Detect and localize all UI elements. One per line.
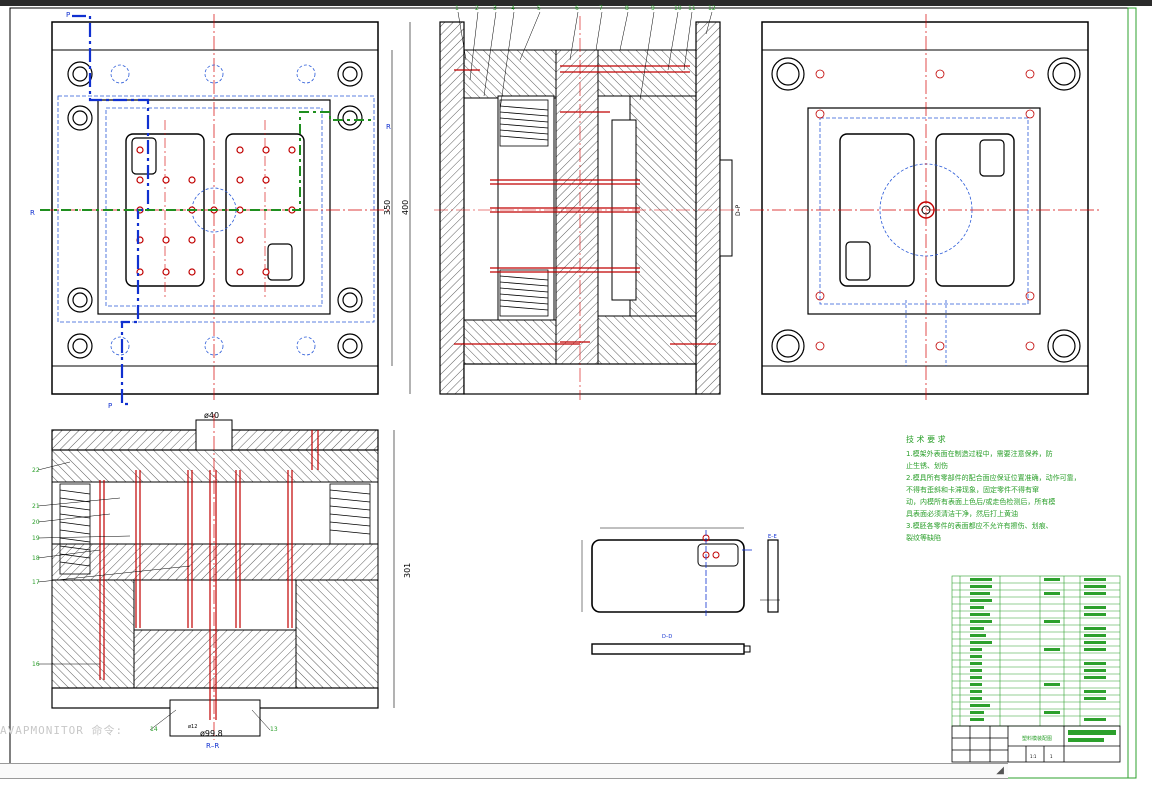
section-label-dp: D–P: [735, 204, 742, 216]
part-numbers-top: 1 2 3 4 5 6 7 8 9 10 11 12: [455, 5, 716, 12]
horizontal-scrollbar[interactable]: ◢: [0, 763, 1008, 779]
command-line-overlay: AVAPMONITOR 命令:: [0, 724, 124, 737]
dimension-350: 350: [383, 200, 392, 215]
part-number: 12: [708, 5, 716, 12]
part-number: 16: [32, 661, 40, 668]
title-block-sheet: 1: [1050, 754, 1053, 759]
tech-requirements-line: 裂纹等缺陷: [906, 533, 941, 542]
part-number: 4: [511, 5, 515, 12]
tech-requirements-line: 不得有歪斜和卡滞现象，固定零件不得有窜: [906, 485, 1039, 494]
plan-view-moving-half: [40, 14, 411, 406]
tech-requirements: 技 术 要 求 1.模架外表面在制造过程中，需要注意保养，防 止生锈、划伤 2.…: [906, 434, 1081, 542]
section-view-r-r: [37, 414, 395, 740]
part-number: 9: [651, 5, 655, 12]
part-number: 22: [32, 467, 40, 474]
bom-text-marks: [970, 578, 1106, 721]
part-number: 21: [32, 503, 40, 510]
part-number: 10: [674, 5, 682, 12]
tech-requirements-line: 止生锈、划伤: [906, 461, 948, 470]
part-number: 6: [575, 5, 579, 12]
part-number: 13: [270, 726, 278, 733]
part-number: 7: [599, 5, 603, 12]
tech-requirements-line: 动，内模所有表面上色后/或走色检测后，所有模: [906, 497, 1055, 506]
title-block-scale: 1:1: [1030, 754, 1037, 759]
title-block: [951, 725, 1121, 763]
part-detail: [581, 527, 780, 655]
tech-requirements-line: 3.模胚各零件的表面都应不允许有擦伤、划痕、: [906, 521, 1053, 530]
part-numbers-left: 22 21 20 19 18 17 16 14 13: [32, 467, 278, 733]
section-label-ee: E–E: [768, 534, 777, 540]
scroll-right-icon[interactable]: ◢: [996, 765, 1004, 776]
dimension-d99: ø99.8: [200, 729, 223, 738]
tech-requirements-line: 2.模具所有零部件的配合面应保证位置准确，动作可靠，: [906, 473, 1081, 482]
dimension-d40: ø40: [204, 411, 219, 420]
part-number: 8: [625, 5, 629, 12]
section-label-p-top: P: [66, 11, 70, 19]
dimension-d12: ø12: [188, 724, 197, 730]
dimension-301: 301: [403, 563, 412, 578]
toolbar-strip: [0, 0, 1152, 6]
plan-view-fixed-half: [750, 14, 1100, 400]
section-label-p-bottom: P: [108, 402, 112, 410]
part-number: 2: [475, 5, 479, 12]
part-number: 14: [150, 726, 158, 733]
part-number: 19: [32, 535, 40, 542]
bill-of-materials: [951, 575, 1121, 727]
section-label-rr: R–R: [206, 742, 219, 750]
tech-requirements-line: 具表面必须清洁干净，然后打上黄油: [906, 509, 1018, 518]
part-number: 18: [32, 555, 40, 562]
part-number: 5: [537, 5, 541, 12]
part-number: 20: [32, 519, 40, 526]
part-number: 3: [493, 5, 497, 12]
sheet-border-right: [1127, 7, 1137, 779]
section-label-r-left: R: [30, 209, 35, 217]
section-view-p-p: [434, 11, 740, 400]
section-label-r-right: R: [386, 123, 391, 131]
part-number: 17: [32, 579, 40, 586]
tech-requirements-line: 1.模架外表面在制造过程中，需要注意保养，防: [906, 449, 1053, 458]
tech-requirements-title: 技 术 要 求: [906, 434, 946, 444]
title-block-name: 塑料模装配图: [1022, 735, 1052, 742]
part-number: 1: [455, 5, 459, 12]
section-label-dd: D–D: [662, 634, 672, 640]
dimension-400: 400: [401, 200, 410, 215]
part-number: 11: [688, 5, 696, 12]
